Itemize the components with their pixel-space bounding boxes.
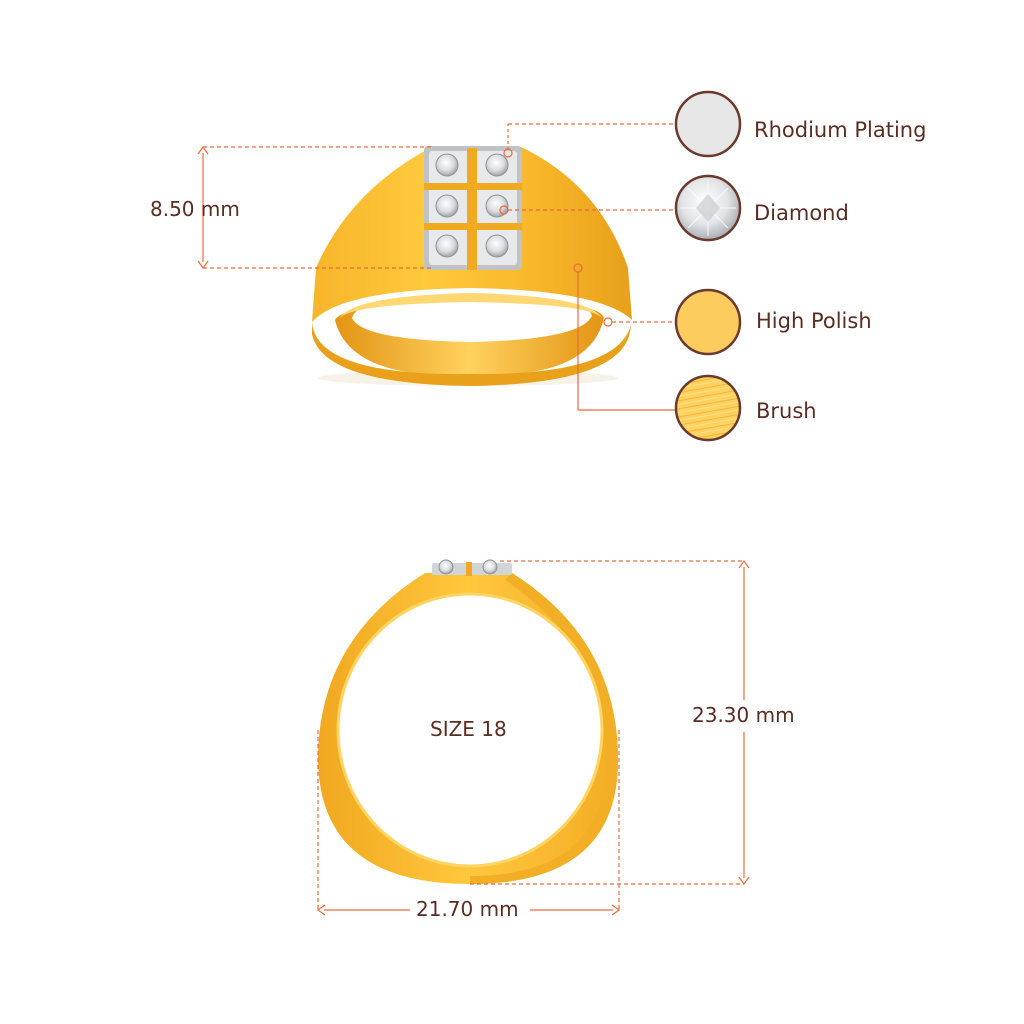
ring-size-label: SIZE 18 [430, 717, 507, 741]
legend-leader-lines [499, 123, 676, 411]
brush-swatch-icon [674, 374, 742, 442]
height-dimension-guides [197, 145, 432, 270]
outer-width-dimension-label: 21.70 mm [416, 897, 519, 921]
diamond-grid [435, 153, 509, 258]
legend-label-rhodium-plating: Rhodium Plating [754, 118, 927, 142]
outer-height-dimension-label: 23.30 mm [692, 703, 795, 727]
diamond-swatch-icon [674, 174, 742, 242]
high-polish-swatch-icon [674, 288, 742, 356]
height-dimension-label: 8.50 mm [150, 197, 240, 221]
ring-perspective-view [312, 146, 632, 386]
ring-front-view [318, 559, 618, 884]
outer-width-dimension-guides [316, 730, 621, 916]
legend-label-high-polish: High Polish [756, 309, 872, 333]
outer-height-dimension-guides [470, 559, 750, 886]
legend-label-brush: Brush [756, 399, 817, 423]
legend-label-diamond: Diamond [754, 201, 849, 225]
rhodium-swatch-icon [674, 90, 742, 158]
